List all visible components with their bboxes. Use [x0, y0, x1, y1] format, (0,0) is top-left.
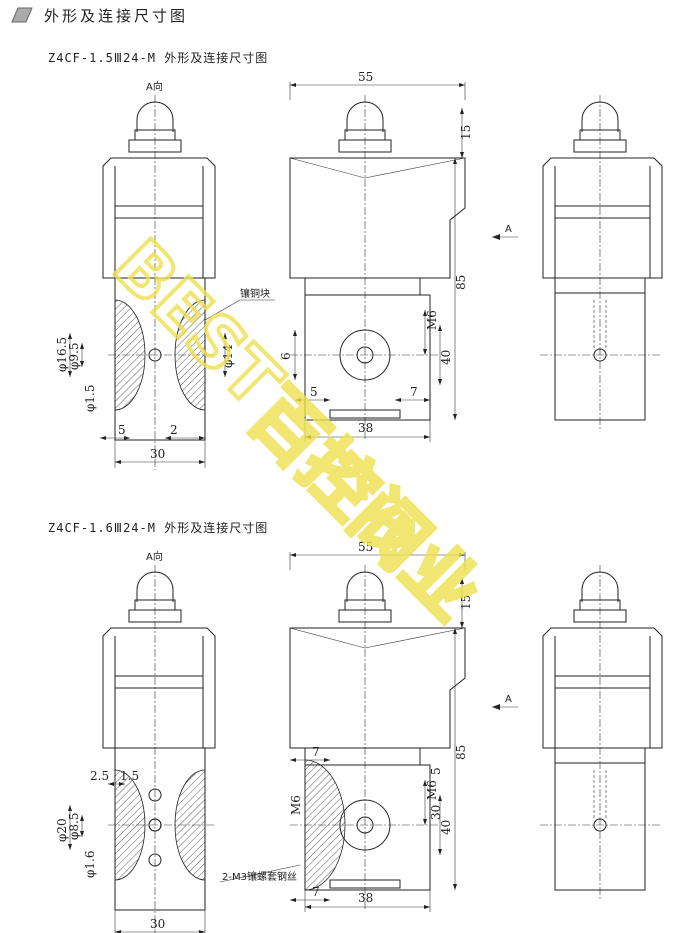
dimension-label: 2.5 — [90, 769, 109, 783]
page-title: 外形及连接尺寸图 — [44, 7, 188, 25]
dimension-label: 7 — [410, 385, 418, 399]
dimension-label: 7 — [312, 885, 320, 899]
drawing-line — [219, 864, 301, 883]
coil — [542, 627, 663, 749]
section-hatch — [114, 299, 146, 411]
arrow-icon — [293, 330, 297, 380]
dimension-label: φ14 — [221, 344, 235, 368]
section-hatch — [174, 299, 206, 411]
arrow-icon — [80, 815, 84, 837]
outline — [573, 609, 627, 623]
view-arrow-label: A — [505, 694, 512, 705]
dimension-label: 30 — [150, 917, 165, 931]
dimension-label: 40 — [439, 820, 453, 835]
drawing-line — [204, 299, 241, 321]
coil-edge — [289, 157, 466, 179]
arrow-icon — [108, 782, 125, 786]
dimension-label: M6 — [425, 310, 439, 330]
outline — [128, 139, 182, 153]
dimension-label: 55 — [358, 70, 373, 84]
watermark: BEST 百控阀业 — [96, 222, 498, 638]
view-arrow-label: A — [505, 224, 512, 235]
dimension-label: M6 — [289, 795, 303, 815]
dimension-label: φ16.5 — [55, 337, 69, 372]
coil — [289, 157, 466, 279]
dimension-label: 30 — [429, 805, 443, 820]
view-label: A向 — [146, 80, 163, 93]
indicator-dome — [346, 571, 384, 602]
parallelogram-icon — [11, 7, 33, 23]
coil — [102, 157, 216, 279]
coil — [102, 627, 216, 749]
dimension-label: 15 — [459, 125, 473, 140]
valve-body — [554, 762, 646, 891]
outline — [304, 277, 421, 296]
dimension-label: 5 — [118, 423, 126, 437]
coil — [542, 157, 663, 279]
section-title: Z4CF-1.5Ⅲ24-M 外形及连接尺寸图 — [48, 50, 268, 65]
port — [148, 818, 162, 832]
valve-body — [554, 292, 646, 421]
indicator-dome — [581, 571, 619, 602]
valve-body — [304, 294, 431, 421]
outline — [128, 609, 182, 623]
arrow-icon — [80, 343, 84, 367]
dimension-label: φ8.5 — [67, 813, 81, 841]
section-hatch — [304, 759, 346, 891]
dimension-label: 5 — [429, 767, 443, 775]
outline — [338, 609, 392, 623]
dimension-label: 5 — [310, 385, 318, 399]
dimension-label: 30 — [150, 447, 165, 461]
outline — [329, 879, 401, 889]
port — [593, 818, 607, 832]
indicator-dome — [581, 101, 619, 132]
dimension-label: φ1.5 — [83, 385, 97, 413]
dimension-label: 38 — [358, 891, 373, 905]
dimension-label: 85 — [454, 745, 468, 760]
arrow-icon — [438, 325, 442, 385]
arrow-icon — [100, 436, 130, 440]
watermark-text: 百控阀业 — [233, 373, 496, 636]
port — [593, 348, 607, 362]
dimension-label: 55 — [358, 540, 373, 554]
dimension-label: φ9.5 — [67, 343, 81, 371]
dimension-label: φ20 — [55, 818, 69, 842]
dimension-label: 6 — [279, 352, 293, 360]
outline — [573, 139, 627, 153]
dimension-label: 2 — [170, 423, 178, 437]
dimension-label: 85 — [454, 275, 468, 290]
dimension-label: 15 — [459, 595, 473, 610]
dimension-label: 38 — [358, 421, 373, 435]
indicator-dome — [136, 101, 174, 132]
view-label: A向 — [146, 550, 163, 563]
section-hatch — [174, 769, 206, 881]
dimension-label: 1.5 — [120, 769, 139, 783]
annotation-label: 镶铜块 — [240, 287, 270, 300]
drawing-section-1: Z4CF-1.5Ⅲ24-M 外形及连接尺寸图 A向 30 5 2 φ16.5φ9.5φ1.… — [48, 50, 663, 470]
arrow-icon — [438, 795, 442, 855]
annotation-label: 2-M3镶螺套钢丝 — [222, 870, 297, 883]
drawing-section-2: Z4CF-1.6Ⅲ24-M 外形及连接尺寸图 A向 30 2.5 1.5 φ20φ8.5φ… — [48, 520, 663, 933]
dimension-label: M6 — [425, 780, 439, 800]
dimension-label: φ1.6 — [83, 851, 97, 879]
outline — [338, 139, 392, 153]
coil — [289, 627, 466, 749]
section-title: Z4CF-1.6Ⅲ24-M 外形及连接尺寸图 — [48, 520, 268, 535]
dimension-label: 7 — [312, 745, 320, 759]
port — [148, 788, 162, 802]
indicator-dome — [136, 571, 174, 602]
outline — [329, 409, 401, 419]
indicator-dome — [346, 101, 384, 132]
dimension-label: 40 — [439, 350, 453, 365]
section-hatch — [114, 769, 146, 881]
port — [148, 348, 162, 362]
arrow-icon — [460, 108, 464, 158]
coil-edge — [289, 627, 466, 649]
arrow-icon — [460, 578, 464, 628]
outline — [304, 747, 421, 766]
port — [148, 853, 162, 867]
